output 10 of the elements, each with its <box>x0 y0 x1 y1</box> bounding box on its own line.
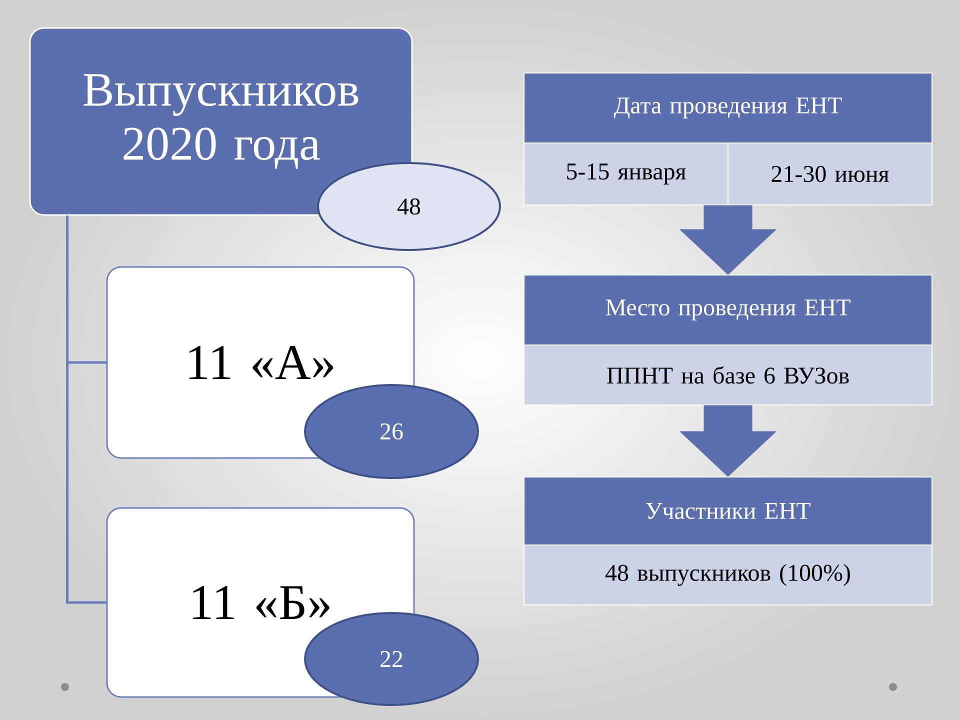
block-arrow <box>680 405 776 477</box>
header-box: Место проведения ЕНТ <box>524 274 933 346</box>
info-box: 21-30 июня <box>728 142 933 206</box>
block-arrow <box>680 205 776 275</box>
connector-line <box>66 216 106 604</box>
header-box: Дата проведения ЕНТ <box>524 72 933 144</box>
info-box: 5-15 января <box>524 142 728 206</box>
header-box: Участники ЕНТ <box>524 476 933 546</box>
info-box: 48 выпускников (100%) <box>524 544 933 606</box>
info-box: ППНТ на базе 6 ВУЗов <box>524 344 933 406</box>
